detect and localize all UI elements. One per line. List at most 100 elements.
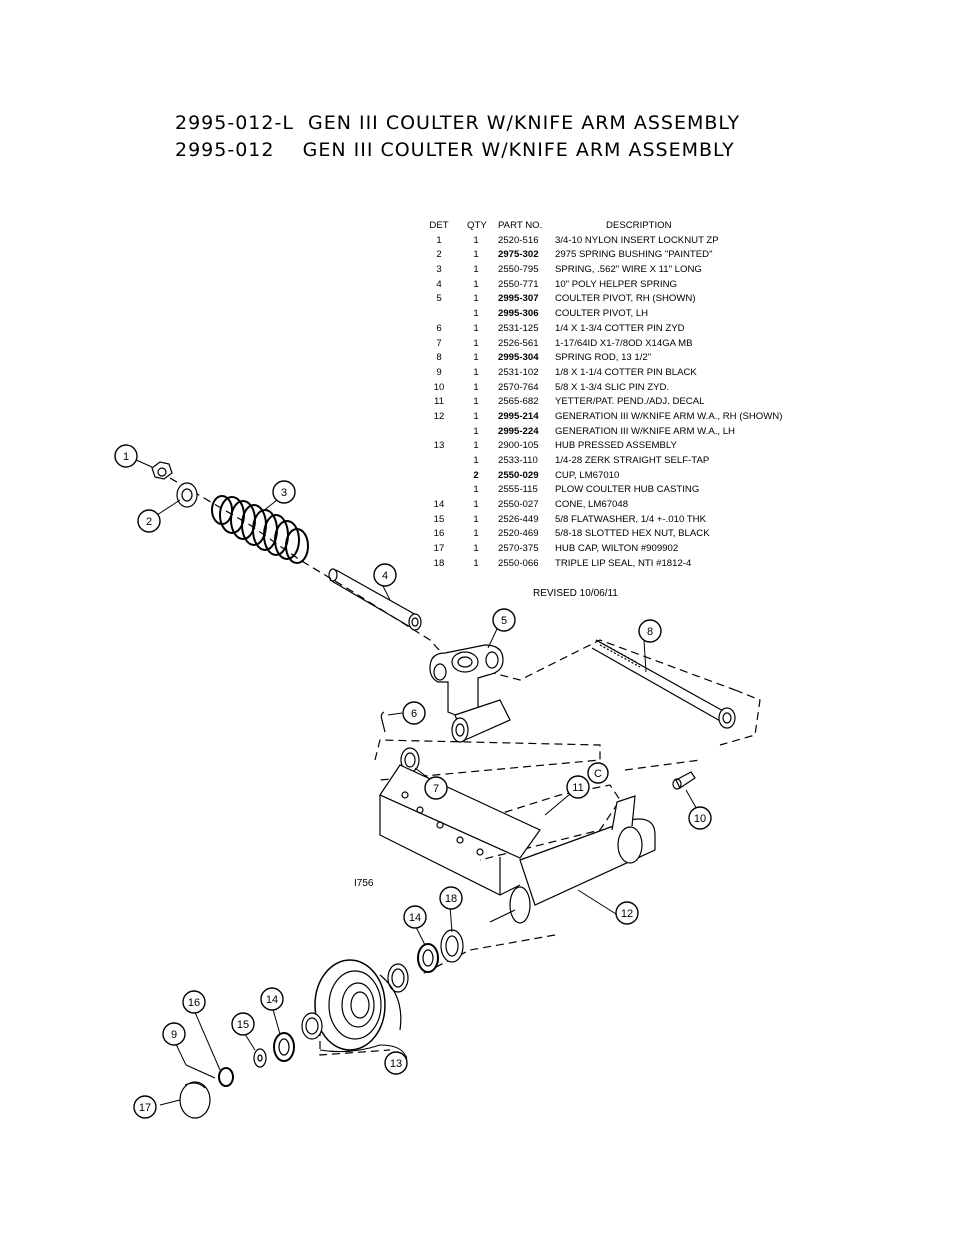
row-part-no: 2975-302	[498, 249, 539, 261]
row-part-no: 2570-375	[498, 543, 539, 555]
header-part-no: PART NO.	[498, 220, 543, 231]
callout-8: 8	[638, 619, 662, 643]
row-description: 1/4-28 ZERK STRAIGHT SELF-TAP	[555, 455, 710, 466]
row-det: 14	[433, 499, 445, 511]
svg-text:17: 17	[139, 1102, 151, 1114]
callout-14-lower: 14	[260, 987, 284, 1011]
callout-5: 5	[492, 608, 516, 632]
row-det: 10	[433, 381, 445, 393]
row-part-no: 2533-110	[498, 455, 538, 466]
slotted-nut-part	[218, 1067, 234, 1087]
row-qty: 1	[473, 308, 479, 320]
row-det: 15	[433, 513, 445, 525]
coil-spring-part	[211, 495, 309, 564]
callout-12: 12	[615, 901, 639, 925]
svg-text:13: 13	[390, 1058, 402, 1070]
row-det: 11	[434, 396, 444, 408]
header-det: DET	[429, 220, 449, 231]
svg-text:10: 10	[694, 813, 706, 825]
svg-text:5: 5	[501, 615, 507, 627]
row-qty: 1	[473, 440, 479, 452]
row-description: SPRING ROD, 13 1/2"	[555, 352, 652, 364]
svg-text:4: 4	[382, 570, 388, 582]
row-part-no: 2995-304	[498, 352, 539, 364]
callout-c: C	[587, 762, 609, 784]
callout-4: 4	[373, 563, 397, 587]
row-part-no: 2520-516	[498, 234, 539, 246]
callout-6: 6	[402, 701, 426, 725]
row-qty: 1	[473, 337, 479, 349]
row-description: CONE, LM67048	[555, 499, 629, 511]
helper-spring-part	[328, 568, 422, 631]
coulter-pivot-part	[429, 644, 511, 743]
svg-text:16: 16	[188, 997, 200, 1009]
revision-note: REVISED 10/06/11	[533, 588, 618, 599]
callout-2: 2	[137, 509, 161, 533]
row-description: 10" POLY HELPER SPRING	[555, 278, 677, 290]
row-description: 2975 SPRING BUSHING "PAINTED"	[555, 249, 713, 261]
row-det: 1	[436, 234, 442, 246]
row-qty: 1	[473, 543, 479, 555]
row-part-no: 2531-125	[498, 322, 539, 334]
row-description: TRIPLE LIP SEAL, NTI #1812-4	[555, 557, 692, 569]
cotter-pin-small-part	[185, 1064, 216, 1079]
bearing-cone-upper-part	[417, 943, 439, 973]
header-qty: QTY	[467, 220, 487, 231]
row-description: 1/4 X 1-3/4 COTTER PIN ZYD	[555, 322, 685, 334]
row-det: 4	[436, 278, 442, 290]
row-description: 3/4-10 NYLON INSERT LOCKNUT ZP	[555, 234, 719, 246]
row-part-no: 2565-682	[498, 396, 539, 408]
row-description: HUB PRESSED ASSEMBLY	[555, 440, 677, 452]
hub-assembly-part	[314, 959, 402, 1051]
callout-13: 13	[384, 1051, 408, 1075]
row-qty: 1	[473, 484, 479, 496]
row-description: 5/8-18 SLOTTED HEX NUT, BLACK	[555, 528, 710, 540]
callout-1: 1	[114, 444, 138, 468]
row-det: 12	[433, 410, 445, 422]
row-part-no: 2555-115	[498, 484, 538, 496]
assembly-title-right: 2995-012 GEN III COULTER W/KNIFE ARM ASS…	[175, 139, 735, 161]
row-description: GENERATION III W/KNIFE ARM W.A., LH	[555, 425, 735, 437]
assembly-title-left: 2995-012-L GEN III COULTER W/KNIFE ARM A…	[175, 112, 741, 134]
row-qty: 1	[473, 513, 479, 525]
svg-text:1: 1	[123, 451, 129, 463]
row-part-no: 2550-771	[498, 278, 539, 290]
bearing-cone-lower-part	[273, 1032, 295, 1062]
callout-18: 18	[439, 886, 463, 910]
row-det: 13	[433, 440, 445, 452]
row-qty: 1	[473, 455, 479, 466]
row-part-no: 2531-102	[498, 366, 539, 378]
row-qty: 1	[473, 381, 479, 393]
bearing-cup-part	[387, 963, 409, 993]
row-det: 18	[433, 557, 445, 569]
row-description: SPRING, .562" WIRE X 11" LONG	[555, 264, 702, 276]
row-part-no: 2995-307	[498, 293, 539, 305]
row-part-no: 2520-469	[498, 528, 539, 540]
flatwasher-part	[253, 1048, 267, 1068]
bearing-cup-lower-part	[301, 1012, 323, 1040]
row-det: 7	[436, 337, 442, 349]
cotter-pin-part	[380, 711, 386, 733]
row-qty: 1	[473, 293, 479, 305]
callout-3: 3	[272, 480, 296, 504]
hub-cap-part	[179, 1081, 211, 1119]
row-description: COULTER PIVOT, LH	[555, 308, 649, 320]
row-description: 1/8 X 1-1/4 COTTER PIN BLACK	[555, 366, 697, 378]
row-description: COULTER PIVOT, RH (SHOWN)	[555, 293, 696, 305]
svg-text:C: C	[594, 768, 602, 780]
row-part-no: 2550-029	[498, 469, 539, 481]
svg-text:3: 3	[281, 487, 287, 499]
row-det: 2	[436, 249, 442, 261]
row-part-no: 2550-795	[498, 264, 539, 276]
row-qty: 1	[473, 396, 479, 408]
row-qty: 2	[473, 469, 479, 481]
svg-text:9: 9	[171, 1029, 177, 1041]
svg-text:6: 6	[411, 708, 417, 720]
row-part-no: 2550-066	[498, 557, 539, 569]
row-det: 9	[436, 366, 442, 378]
row-det: 16	[433, 528, 445, 540]
svg-text:12: 12	[621, 908, 633, 920]
row-qty: 1	[473, 278, 479, 290]
row-part-no: 2995-224	[498, 425, 539, 437]
